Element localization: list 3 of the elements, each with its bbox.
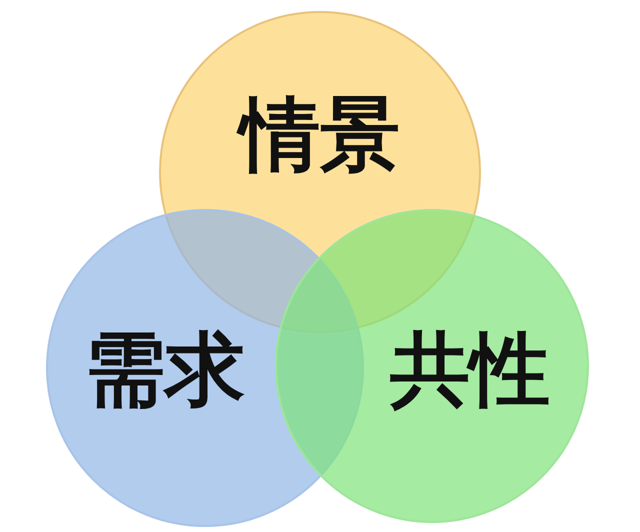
circle-label: 共性 xyxy=(390,330,550,410)
circle-label: 需求 xyxy=(85,330,245,410)
venn-circle xyxy=(274,208,590,524)
